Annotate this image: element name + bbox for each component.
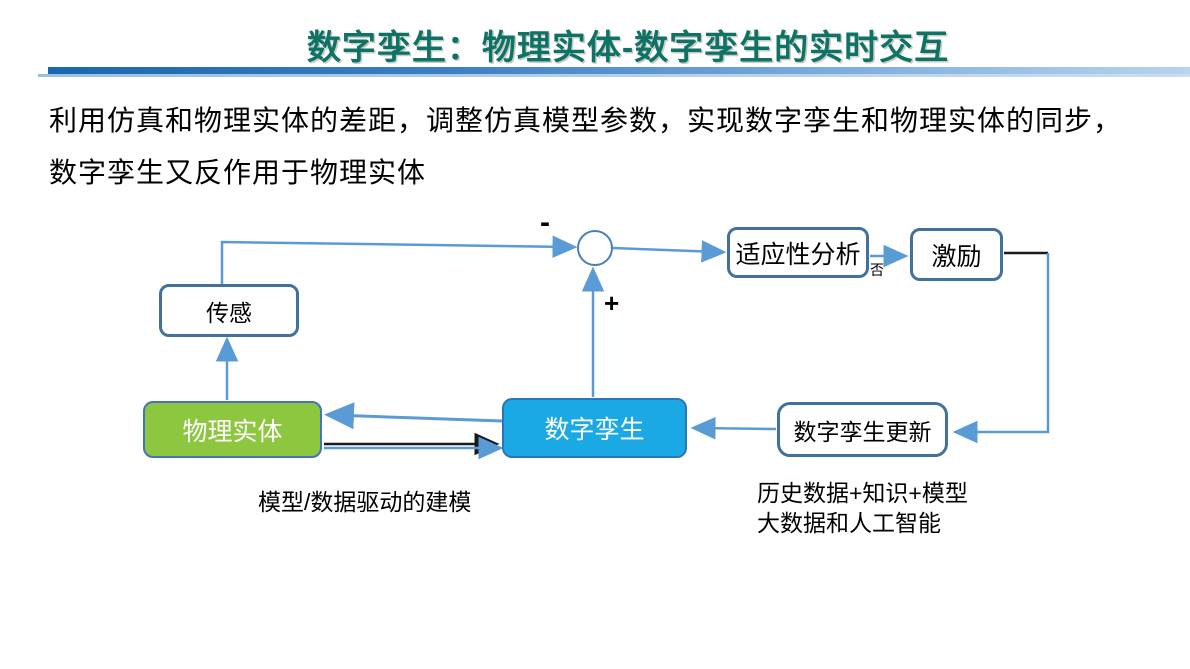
node-adaptive-analysis: 适应性分析 bbox=[727, 227, 869, 278]
intro-text-line-1: 利用仿真和物理实体的差距，调整仿真模型参数，实现数字孪生和物理实体的同步， bbox=[49, 105, 1123, 136]
arrow-excitation-to-twin-update bbox=[952, 253, 1050, 444]
arrow-digital-twin-to-physical-entity bbox=[324, 402, 503, 430]
annotation-data-sources: 历史数据+知识+模型 大数据和人工智能 bbox=[757, 478, 968, 538]
node-digital-twin-label: 数字孪生 bbox=[544, 416, 645, 444]
no-branch-label: 否 bbox=[870, 262, 884, 278]
node-excitation: 激励 bbox=[910, 228, 1003, 281]
annotation-history-data: 历史数据+知识+模型 bbox=[757, 480, 968, 506]
intro-text-line-2: 数字孪生又反作用于物理实体 bbox=[49, 157, 427, 188]
minus-sign-label: - bbox=[540, 206, 550, 239]
node-sensing: 传感 bbox=[159, 284, 299, 337]
arrow-sensing-to-sum bbox=[220, 235, 578, 284]
annotation-big-data: 大数据和人工智能 bbox=[757, 510, 941, 536]
node-sensing-label: 传感 bbox=[206, 299, 252, 326]
node-digital-twin-update: 数字孪生更新 bbox=[777, 402, 948, 457]
plus-sign-label: + bbox=[604, 288, 620, 318]
arrow-twin-update-to-digital-twin bbox=[690, 416, 777, 440]
node-digital-twin-update-label: 数字孪生更新 bbox=[793, 418, 932, 445]
node-adaptive-analysis-label: 适应性分析 bbox=[735, 240, 861, 269]
title-underline-shadow-bar bbox=[38, 74, 1190, 77]
node-digital-twin: 数字孪生 bbox=[502, 398, 687, 458]
title-underline-bar bbox=[48, 67, 1190, 74]
annotation-modeling: 模型/数据驱动的建模 bbox=[258, 489, 472, 515]
node-excitation-label: 激励 bbox=[931, 242, 982, 271]
arrow-sum-to-adaptive-analysis bbox=[612, 240, 727, 263]
node-physical-entity: 物理实体 bbox=[143, 401, 322, 458]
node-physical-entity-label: 物理实体 bbox=[182, 417, 283, 446]
page-title: 数字孪生：物理实体-数字孪生的实时交互 bbox=[306, 29, 950, 67]
sum-junction-circle bbox=[577, 230, 613, 266]
